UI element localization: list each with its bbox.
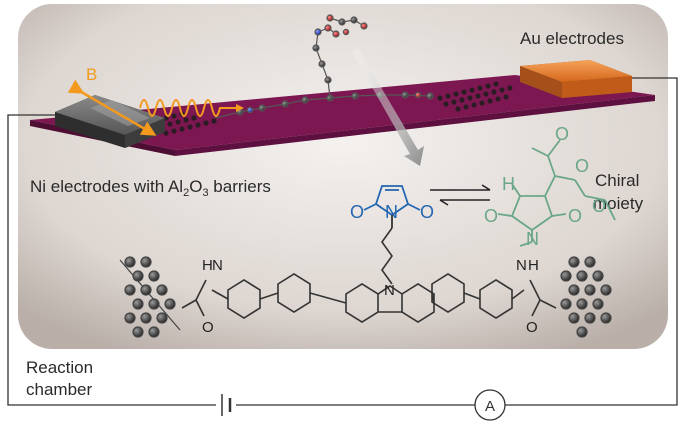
chiral-o-ester1: O bbox=[575, 156, 589, 176]
chiral-label: Chiral bbox=[595, 171, 639, 190]
butyl-linker bbox=[381, 227, 393, 285]
ni-mid: O bbox=[189, 177, 202, 196]
amide-left-o: O bbox=[202, 319, 214, 336]
battery-symbol bbox=[221, 394, 232, 416]
chiral-o-right: O bbox=[568, 206, 582, 226]
au-electrodes-label: Au electrodes bbox=[520, 29, 624, 48]
magnetic-field-label: B bbox=[86, 65, 97, 84]
chamber-label: chamber bbox=[26, 380, 92, 399]
amide-left bbox=[181, 279, 207, 317]
chiral-moiety-structure bbox=[497, 139, 616, 247]
graphene-cluster-right bbox=[560, 256, 612, 338]
ni-electrodes-prefix: Ni electrodes with Al bbox=[30, 177, 183, 196]
amide-left-n: N bbox=[212, 257, 223, 274]
chiral-o-left: O bbox=[484, 206, 498, 226]
carbazole-core bbox=[345, 283, 435, 323]
ammeter bbox=[474, 389, 506, 421]
chiral-o-top: O bbox=[555, 124, 569, 144]
floating-molecule bbox=[326, 14, 368, 36]
chiral-h: H bbox=[502, 174, 515, 194]
chiral-o-ester2: O bbox=[592, 196, 606, 216]
maleimide-n: N bbox=[385, 202, 398, 222]
equilibrium-arrows-icon bbox=[430, 184, 491, 206]
circuit-wires bbox=[7, 77, 678, 406]
moiety-label: moiety bbox=[593, 194, 644, 213]
pendant-molecule bbox=[312, 24, 340, 99]
amide-left-h: H bbox=[202, 257, 213, 274]
au-electrode bbox=[520, 60, 632, 98]
maleimide-structure bbox=[363, 185, 421, 228]
ni-sub1: 2 bbox=[183, 187, 189, 199]
ni-suffix: barriers bbox=[209, 177, 271, 196]
carbazole-n: N bbox=[384, 282, 395, 299]
reaction-arrow-icon bbox=[352, 48, 424, 166]
graphene-right bbox=[437, 81, 513, 112]
ni-electrodes-label: Ni electrodes with Al2O3 barriers bbox=[30, 177, 271, 199]
reaction-label: Reaction bbox=[26, 358, 93, 377]
amide-right-o: O bbox=[526, 319, 538, 336]
amide-right-h: H bbox=[528, 257, 539, 274]
amide-right-n: N bbox=[516, 257, 527, 274]
ammeter-label: A bbox=[485, 398, 495, 415]
magnetic-field-arrow-icon bbox=[67, 79, 157, 136]
maleimide-o-right: O bbox=[420, 202, 434, 222]
graphene-cluster-left bbox=[119, 256, 181, 338]
ni-sub2: 3 bbox=[202, 187, 208, 199]
maleimide-o-left: O bbox=[350, 202, 364, 222]
amide-right bbox=[529, 279, 557, 317]
chiral-n: N bbox=[526, 229, 539, 249]
biphenyl-left bbox=[211, 273, 347, 319]
spin-wave-icon bbox=[139, 99, 244, 117]
biphenyl-right bbox=[431, 273, 525, 319]
